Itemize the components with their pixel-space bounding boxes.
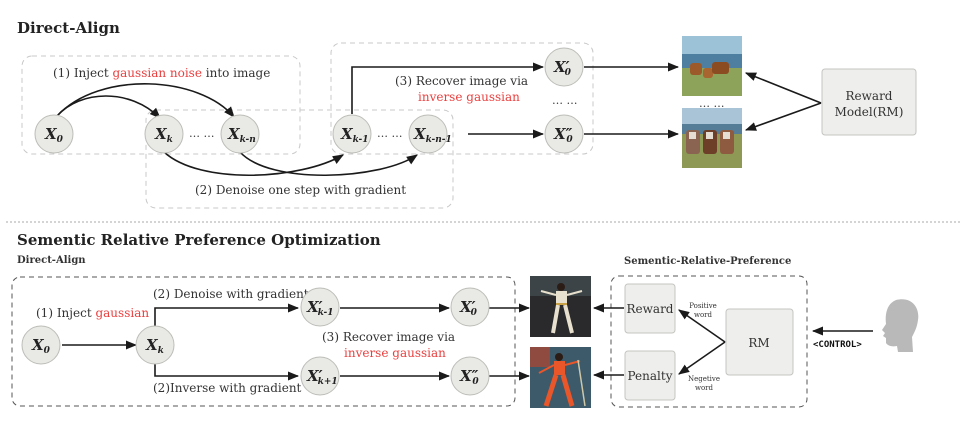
reward-model-box: Reward Model(RM) <box>821 68 917 136</box>
node-xk-1-prime: X′k-1 <box>300 287 340 327</box>
step2-label: (2) Denoise one step with gradient <box>195 183 406 197</box>
node-xk: Xk <box>144 114 184 154</box>
rm-box: RM <box>725 308 794 376</box>
svg-text:Reward: Reward <box>846 89 893 103</box>
svg-text:Xk: Xk <box>154 125 173 145</box>
recover-group <box>330 42 594 155</box>
bottom-section-title: Sementic Relative Preference Optimizatio… <box>17 231 381 249</box>
node-xkn1: Xk-n-1 <box>408 114 452 154</box>
top-section-title: Direct-Align <box>17 19 120 37</box>
arrow-xk-to-xk1 <box>163 151 344 177</box>
svg-text:X″0: X″0 <box>459 367 479 387</box>
node-xkn: Xk-n <box>220 114 260 154</box>
svg-text:X0: X0 <box>44 125 64 145</box>
ellipsis-3: … … <box>552 94 578 107</box>
svg-text:RM: RM <box>748 336 769 350</box>
svg-text:X′0: X′0 <box>459 298 478 318</box>
bottom-step2-denoise-label: (2) Denoise with gradient <box>153 287 309 301</box>
inject-noise-group <box>21 55 301 155</box>
arrow-rm-to-reward <box>678 309 726 343</box>
direct-align-group <box>11 276 516 407</box>
svg-text:Xk-n-1: Xk-n-1 <box>413 125 452 145</box>
arrow-xk1-to-x0p <box>351 62 545 114</box>
svg-text:Model(RM): Model(RM) <box>835 105 904 119</box>
ellipsis-2: … … <box>377 127 403 140</box>
cows-grazing-image <box>682 36 742 96</box>
srp-subtitle: Sementic-Relative-Preference <box>624 256 791 267</box>
srp-group <box>610 275 808 408</box>
node-xk+1-prime: X′k+1 <box>300 356 340 396</box>
arrow-x0-to-xk <box>56 95 161 119</box>
elvis-white-suit-image <box>530 276 591 337</box>
svg-text:Xk-1: Xk-1 <box>340 125 369 145</box>
svg-text:Xk-n: Xk-n <box>227 125 256 145</box>
node-xk-bottom: Xk <box>135 325 175 365</box>
bottom-step3-label-line2: inverse gaussian <box>344 346 446 360</box>
svg-text:X0: X0 <box>31 336 51 356</box>
step1-label: (1) Inject gaussian noise into image <box>53 66 270 80</box>
head-icon <box>882 299 919 352</box>
node-x0-prime-bottom: X′0 <box>450 287 490 327</box>
cows-standing-image <box>682 108 742 168</box>
arrow-xk-to-xkp1p <box>154 364 300 381</box>
positive-word-line2: word <box>694 311 713 319</box>
node-x0-bottom: X0 <box>21 325 61 365</box>
svg-text:Xk: Xk <box>145 336 164 356</box>
control-label: <CONTROL> <box>813 340 862 350</box>
arrow-xk-to-xk1p <box>154 303 300 326</box>
node-x0-double-prime-bottom: X″0 <box>450 356 490 396</box>
positive-word-line1: Positive <box>689 302 717 310</box>
arrow-rm-to-penalty <box>678 341 726 375</box>
negative-word-line2: word <box>695 384 714 392</box>
arrow-x0-to-xkn <box>56 83 235 118</box>
reward-box: Reward <box>624 283 676 334</box>
elvis-red-suit-image <box>530 347 591 408</box>
penalty-box: Penalty <box>624 350 676 401</box>
svg-text:X′0: X′0 <box>553 58 572 78</box>
step3-label-line1: (3) Recover image via <box>395 74 528 88</box>
bottom-step2-inverse-label: (2)Inverse with gradient <box>153 381 302 395</box>
ellipsis-1: … … <box>189 127 215 140</box>
svg-text:X′k+1: X′k+1 <box>306 367 338 387</box>
svg-text:Reward: Reward <box>627 302 674 316</box>
step3-label-line2: inverse gaussian <box>418 90 520 104</box>
arrow-rm-to-image1 <box>744 72 822 104</box>
svg-text:X″0: X″0 <box>553 125 573 145</box>
direct-align-subtitle: Direct-Align <box>17 255 86 266</box>
svg-text:X′k-1: X′k-1 <box>306 298 333 318</box>
node-x0: X0 <box>34 114 74 154</box>
ellipsis-images: … … <box>699 97 725 110</box>
bottom-step1-label: (1) Inject gaussian <box>36 306 149 320</box>
node-x0-double-prime: X″0 <box>544 114 584 154</box>
arrow-xkn-to-xkn1 <box>239 151 418 177</box>
negative-word-line1: Negetive <box>688 375 720 383</box>
svg-text:Penalty: Penalty <box>628 369 673 383</box>
arrow-rm-to-image2 <box>744 102 822 131</box>
bottom-step3-label-line1: (3) Recover image via <box>322 330 455 344</box>
node-xk1: Xk-1 <box>332 114 372 154</box>
node-x0-prime: X′0 <box>544 47 584 87</box>
